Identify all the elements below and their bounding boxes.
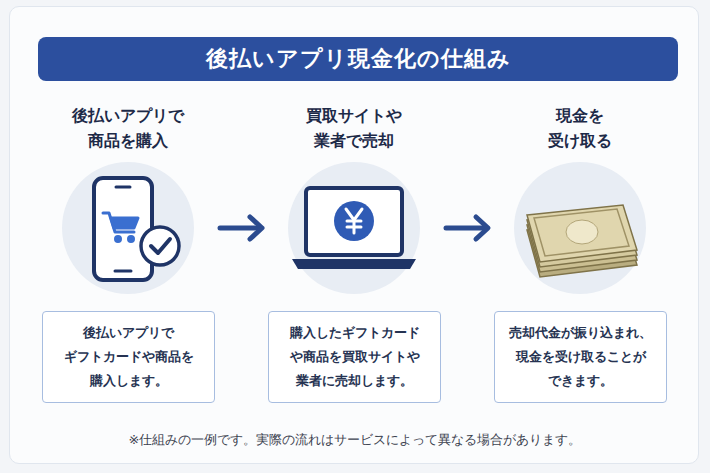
- step-heading: 買取サイトや 業者で売却: [289, 103, 419, 153]
- arrow-shaft: [220, 226, 260, 231]
- arrow-head: [476, 217, 488, 239]
- description-box: 後払いアプリで ギフトカードや商品を 購入します。: [42, 311, 215, 403]
- step-description: 購入したギフトカード や商品を買取サイトや 業者に売却します。: [275, 321, 435, 393]
- flow-arrow: [220, 217, 262, 239]
- arrow-head: [250, 217, 262, 239]
- step-description: 後払いアプリで ギフトカードや商品を 購入します。: [49, 321, 209, 393]
- description-box: 購入したギフトカード や商品を買取サイトや 業者に売却します。: [268, 311, 441, 403]
- arrow-shaft: [446, 226, 486, 231]
- step-circle: 後払いアプリで 商品を購入: [62, 162, 194, 294]
- flow-arrow: [446, 217, 488, 239]
- title-banner: 後払いアプリ現金化の仕組み: [38, 37, 678, 81]
- step-description: 売却代金が振り込まれ、 現金を受け取ることが できます。: [501, 321, 661, 393]
- step-circle: 買取サイトや 業者で売却: [288, 162, 420, 294]
- step-circle: 現金を 受け取る: [514, 162, 646, 294]
- step-heading: 現金を 受け取る: [535, 103, 625, 153]
- description-box: 売却代金が振り込まれ、 現金を受け取ることが できます。: [494, 311, 667, 403]
- step-heading: 後払いアプリで 商品を購入: [53, 103, 203, 153]
- footnote-caption: ※仕組みの一例です。実際の流れはサービスによって異なる場合があります。: [0, 431, 710, 449]
